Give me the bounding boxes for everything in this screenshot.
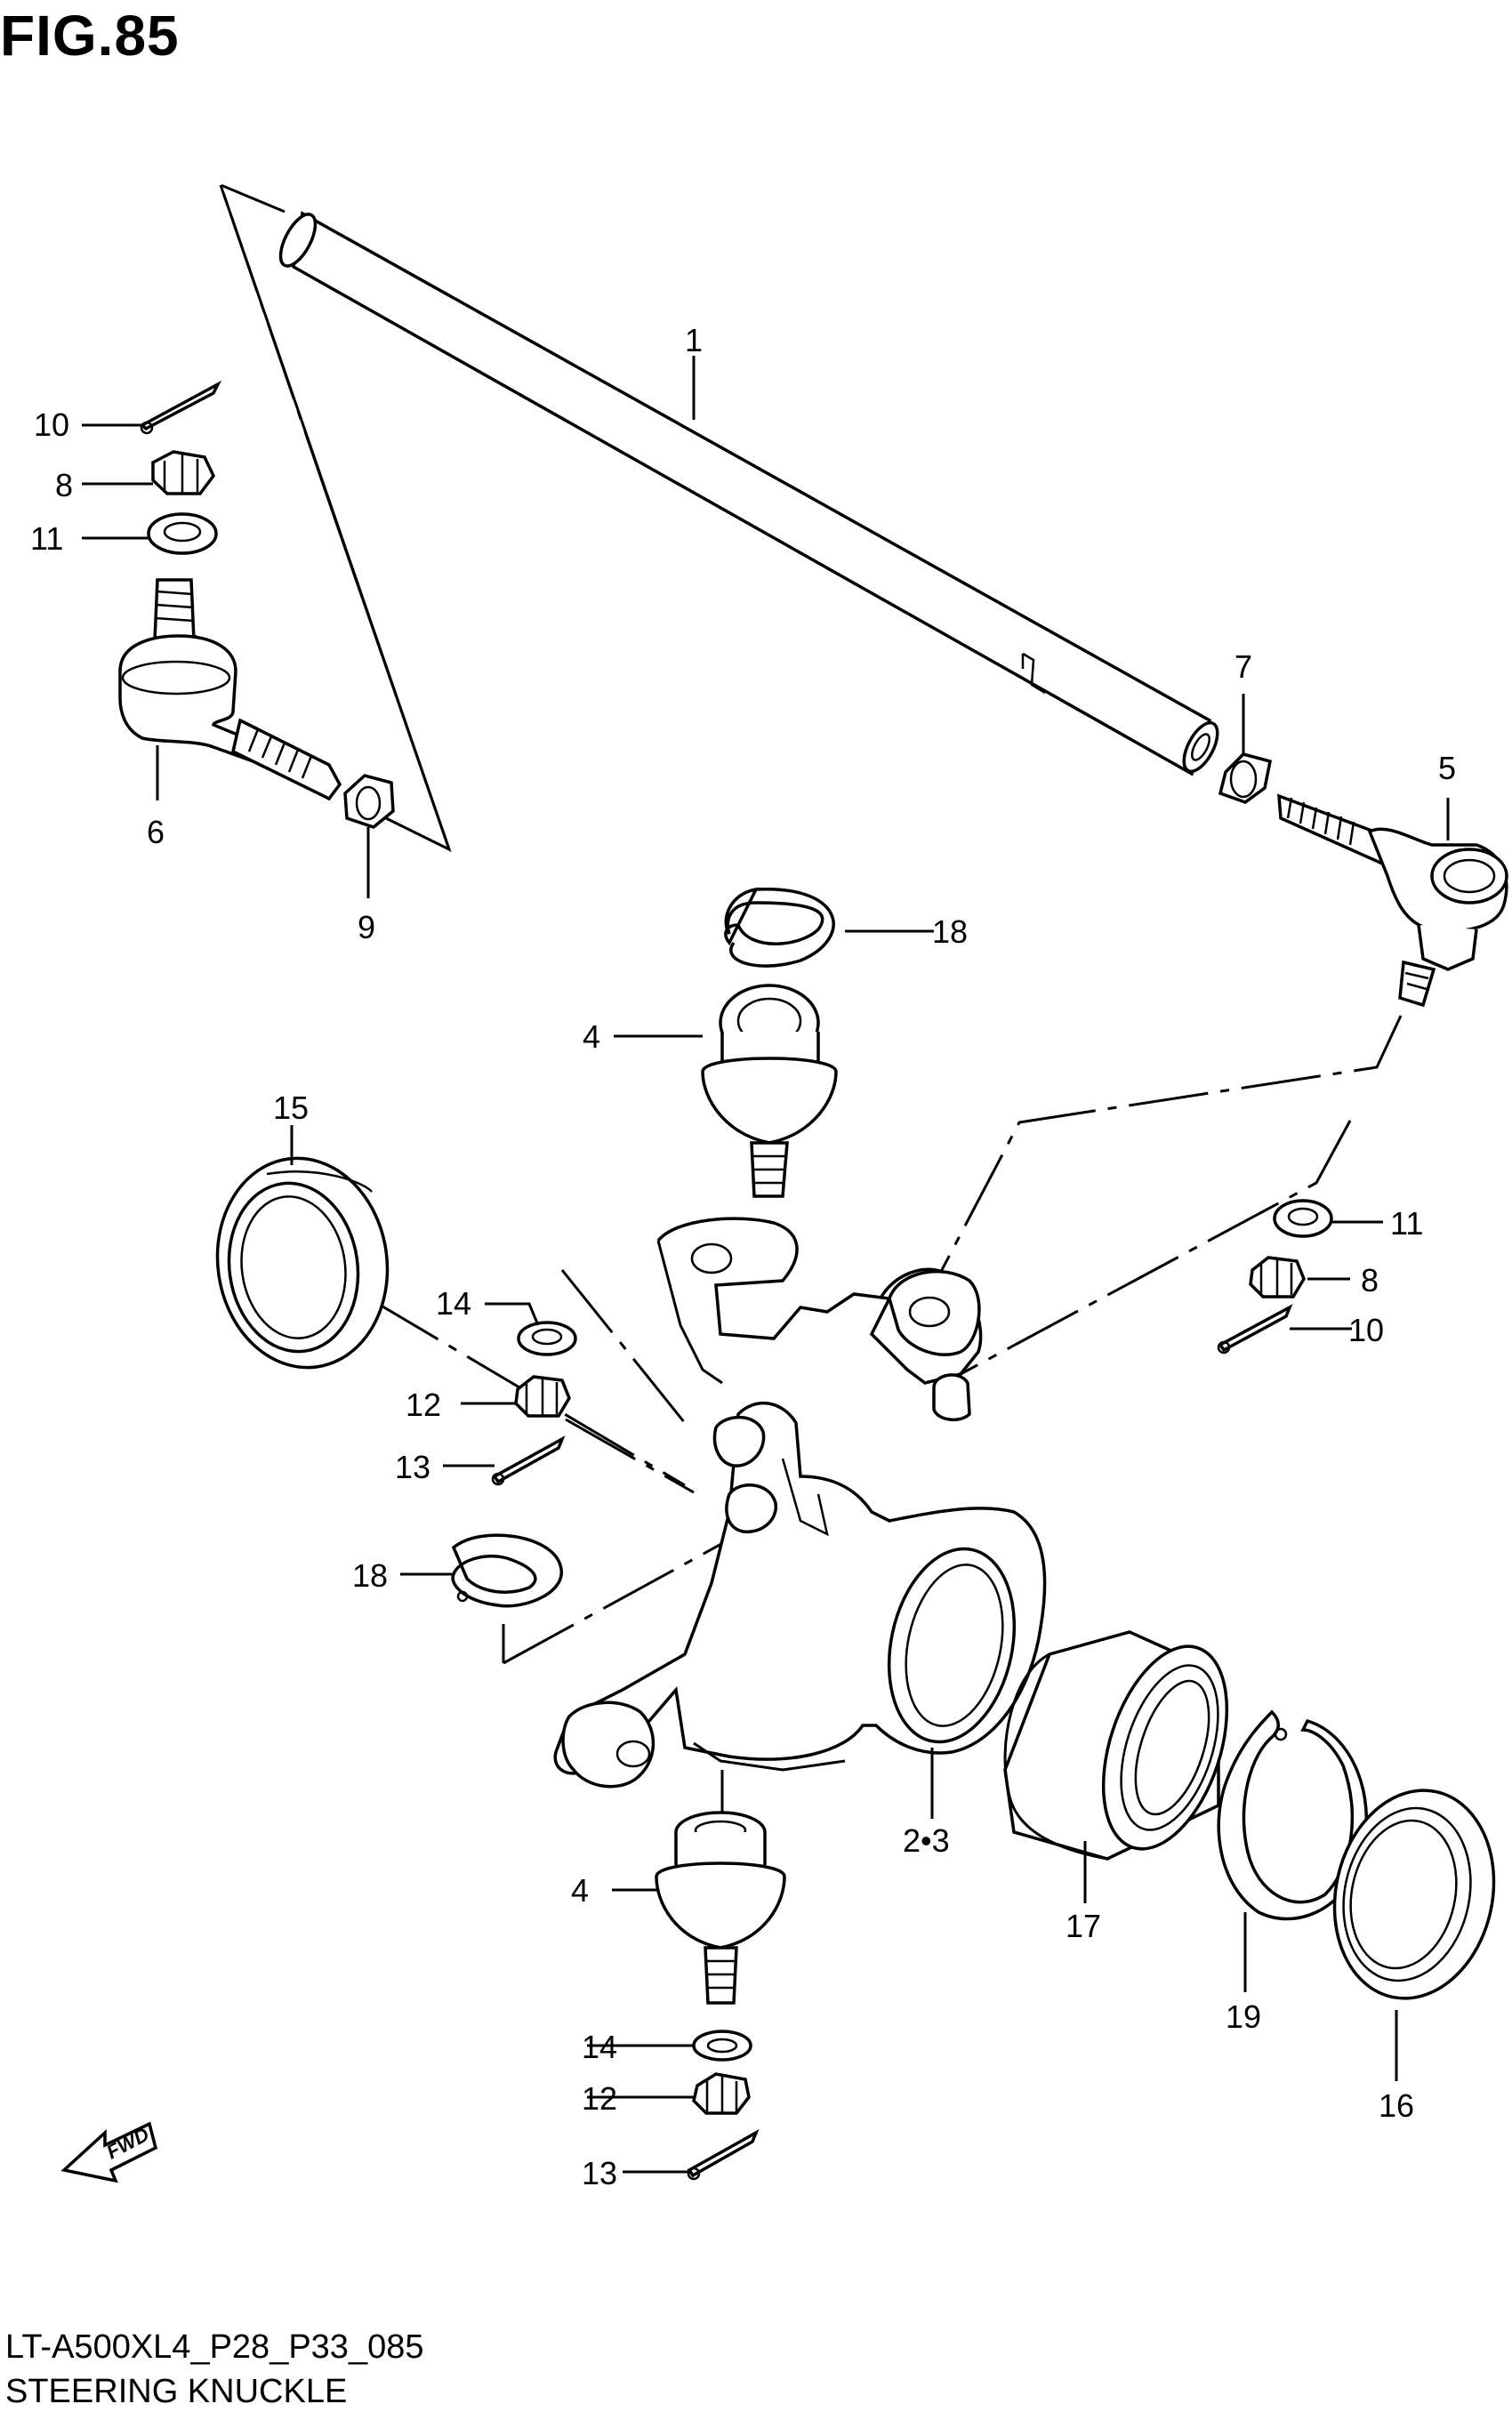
callout-labels: 1 10 8 11 6 9 7 5 18 4 15 11 8 10 14 12 … xyxy=(30,322,1456,2191)
ball-joint-upper xyxy=(701,984,838,1198)
tie-rod xyxy=(278,211,1219,776)
ball-joint-lower xyxy=(655,1811,786,2005)
washer-mid-left xyxy=(517,1321,577,1356)
callout-14-mid: 14 xyxy=(436,1285,471,1322)
figure-code: LT-A500XL4_P28_P33_085 xyxy=(5,2328,424,2366)
callout-10-right: 10 xyxy=(1348,1312,1384,1348)
figure-title: FIG.85 xyxy=(0,4,180,68)
castle-nut-left-top xyxy=(151,450,216,495)
callout-10-left: 10 xyxy=(34,406,69,443)
callout-14-lower: 14 xyxy=(582,2029,617,2065)
lock-nut xyxy=(1218,752,1273,804)
callout-7: 7 xyxy=(1235,648,1252,685)
callout-13-mid: 13 xyxy=(395,1449,430,1485)
washer-lower xyxy=(692,2030,752,2062)
callout-2-3: 2•3 xyxy=(903,1822,950,1859)
callout-17: 17 xyxy=(1066,1908,1101,1944)
callout-12-mid: 12 xyxy=(406,1387,441,1423)
nut-left xyxy=(343,774,395,829)
washer-left-top xyxy=(147,512,218,555)
callout-9: 9 xyxy=(358,909,375,945)
leader-lines xyxy=(82,356,1450,2174)
oil-seal-right xyxy=(1332,1789,1496,2000)
steering-knuckle xyxy=(553,1217,1047,1789)
callout-6: 6 xyxy=(147,814,165,850)
tie-rod-end-left xyxy=(118,578,342,801)
callout-8-right: 8 xyxy=(1361,1262,1379,1298)
callout-18-lower: 18 xyxy=(352,1557,388,1594)
wheel-bearing xyxy=(1003,1630,1229,1861)
cotter-pin-left-top xyxy=(140,380,222,435)
washer-right xyxy=(1273,1199,1333,1238)
circlip-upper xyxy=(724,887,835,968)
callout-11-right: 11 xyxy=(1390,1205,1423,1242)
callout-4-upper: 4 xyxy=(583,1018,600,1055)
callout-1: 1 xyxy=(685,322,703,358)
callout-11-left: 11 xyxy=(30,520,63,557)
cotter-pin-right xyxy=(1217,1304,1293,1355)
cotter-pin-lower xyxy=(687,2129,760,2181)
castle-nut-mid-left xyxy=(514,1375,571,1418)
callout-12-lower: 12 xyxy=(582,2080,617,2117)
callout-8-left: 8 xyxy=(55,467,73,503)
figure-name: STEERING KNUCKLE xyxy=(5,2373,348,2410)
castle-nut-right xyxy=(1249,1256,1306,1298)
callout-5: 5 xyxy=(1438,750,1456,786)
circlip-lower xyxy=(451,1533,564,1608)
castle-nut-lower xyxy=(692,2072,751,2115)
callout-18-upper: 18 xyxy=(932,913,968,950)
forward-direction-badge: FWD xyxy=(60,2121,158,2183)
tie-rod-end-right xyxy=(1277,793,1508,1008)
oil-seal-left xyxy=(215,1156,390,1370)
callout-16: 16 xyxy=(1379,2087,1414,2124)
callout-13-lower: 13 xyxy=(582,2155,617,2191)
callout-19: 19 xyxy=(1226,1998,1261,2035)
callout-4-lower: 4 xyxy=(571,1872,589,1909)
cotter-pin-mid-left xyxy=(491,1435,566,1486)
callout-15: 15 xyxy=(273,1089,309,1126)
